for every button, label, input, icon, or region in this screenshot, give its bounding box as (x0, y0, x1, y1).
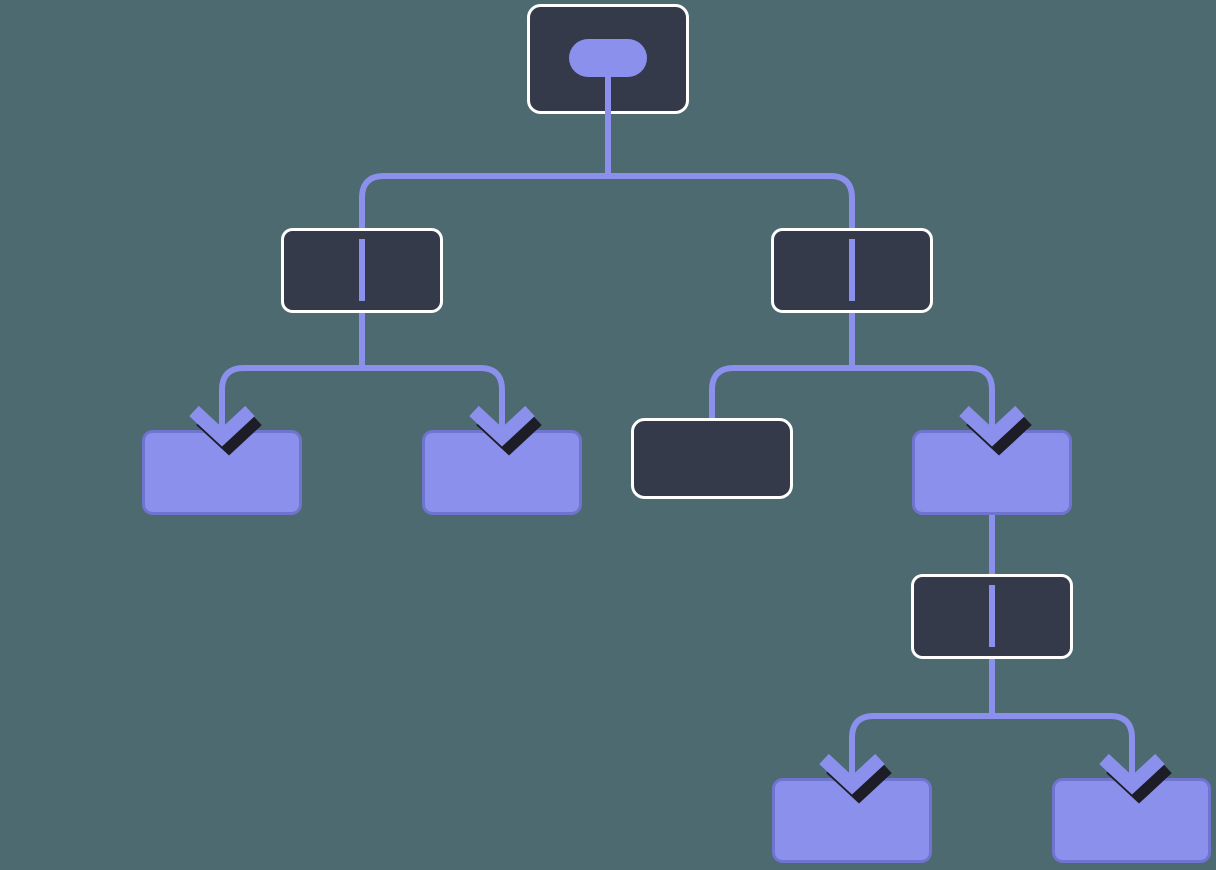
node-glyph-stem-root (605, 58, 611, 114)
arrowhead-layer (189, 405, 1172, 804)
node-layer (142, 4, 1211, 863)
arrowhead-c-bus4-b (1099, 753, 1165, 795)
connector-layer (219, 114, 1135, 778)
node-glyph-bar-l3-a (989, 585, 995, 647)
node-glyph-bar-l1-left (359, 239, 365, 301)
connector-c-bus2r-c (709, 365, 852, 418)
connector-c-bus1-right (608, 173, 855, 228)
connector-c-bus4-b (992, 713, 1135, 778)
arrowhead-c-bus2l-a (189, 405, 255, 447)
connector-c-bus1-left (359, 173, 608, 228)
connector-c-bus4-a (849, 713, 992, 778)
connector-c-bus2l-a (219, 365, 362, 430)
node-glyph-bar-l1-right (849, 239, 855, 301)
node-glyph-layer (359, 39, 995, 647)
arrowhead-c-bus2l-b (469, 405, 535, 447)
connector-c-bus2r-d (852, 365, 995, 430)
connector-c-bus2l-b (362, 365, 505, 430)
arrowhead-c-bus2r-d (959, 405, 1025, 447)
node-l2-c[interactable] (631, 418, 793, 499)
arrowhead-c-bus4-a (819, 753, 885, 795)
